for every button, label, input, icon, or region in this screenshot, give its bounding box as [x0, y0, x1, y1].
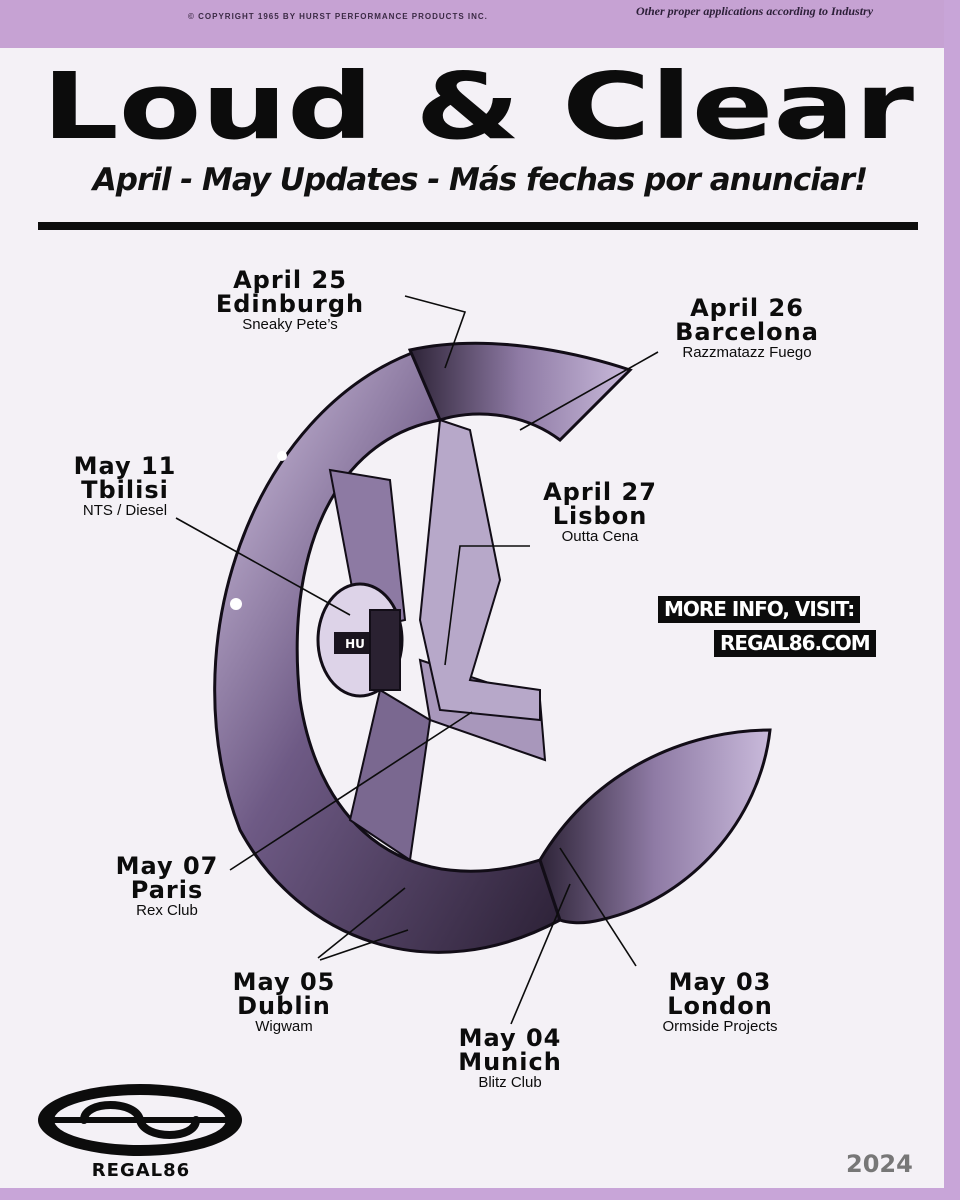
website-link[interactable]: REGAL86.COM	[714, 630, 876, 657]
sparkle-upper	[277, 451, 287, 461]
bottom-strip	[0, 1188, 960, 1200]
event-city: Munich	[458, 1048, 562, 1076]
event-city: Barcelona	[675, 318, 819, 346]
wheel-rim-barrel	[407, 341, 633, 442]
event-lisbon: April 27 Lisbon Outta Cena	[510, 480, 690, 546]
event-city: Paris	[130, 876, 204, 904]
event-date: May 04	[458, 1024, 562, 1052]
event-city: Tbilisi	[81, 476, 169, 504]
sparkle-lower	[230, 598, 242, 610]
copyright-text: © COPYRIGHT 1965 BY HURST PERFORMANCE PR…	[188, 12, 488, 21]
event-paris: May 07 Paris Rex Club	[72, 854, 262, 920]
leader-london	[559, 847, 637, 967]
poster-title: Loud & Clear	[42, 66, 915, 152]
leader-lisbon	[444, 545, 530, 666]
event-munich: May 04 Munich Blitz Club	[420, 1026, 600, 1092]
more-info-block: MORE INFO, VISIT: REGAL86.COM	[658, 596, 876, 657]
event-city: Lisbon	[552, 502, 648, 530]
event-date: May 03	[668, 968, 772, 996]
wheel-axle	[369, 609, 401, 691]
event-date: April 27	[543, 478, 657, 506]
event-venue: NTS / Diesel	[82, 502, 168, 519]
event-venue: Wigwam	[255, 1018, 313, 1035]
side-note-text: Other proper applications according to I…	[636, 4, 874, 18]
event-dublin: May 05 Dublin Wigwam	[194, 970, 374, 1036]
leader-tbilisi	[175, 517, 351, 616]
event-venue: Sneaky Pete’s	[242, 316, 338, 333]
logo-text: REGAL86	[91, 1160, 191, 1181]
wheel-section-plate	[418, 418, 541, 722]
wheel-outer-rim	[213, 348, 562, 954]
leader-lines	[175, 295, 659, 1025]
wheel-spoke-lower	[348, 688, 432, 862]
leader-dublin-b	[319, 929, 409, 961]
wheel-lower-shell	[538, 728, 772, 925]
title-text: Loud & Clear	[42, 66, 915, 152]
hub-badge	[334, 632, 376, 654]
leader-paris	[229, 711, 473, 871]
right-edge-strip	[944, 0, 960, 1200]
title-rule	[38, 222, 918, 230]
event-venue: Outta Cena	[561, 528, 639, 545]
event-venue: Rex Club	[136, 902, 198, 919]
event-venue: Razzmatazz Fuego	[682, 344, 812, 361]
subtitle: April - May Updates - Más fechas por anu…	[92, 162, 868, 198]
event-date: May 07	[115, 852, 219, 880]
logo-divider	[54, 1117, 226, 1123]
event-date: April 25	[233, 266, 347, 294]
wheel-spoke-upper	[328, 468, 407, 632]
event-barcelona: April 26 Barcelona Razzmatazz Fuego	[622, 296, 872, 362]
event-date: May 11	[73, 452, 177, 480]
leader-munich	[510, 883, 571, 1025]
event-city: London	[667, 992, 773, 1020]
more-info-label: MORE INFO, VISIT:	[658, 596, 861, 623]
regal86-logo	[38, 1084, 242, 1156]
hub-badge-text: HU	[345, 637, 365, 651]
event-tbilisi: May 11 Tbilisi NTS / Diesel	[40, 454, 210, 520]
event-date: May 05	[232, 968, 336, 996]
event-venue: Blitz Club	[478, 1074, 542, 1091]
event-city: Edinburgh	[215, 290, 365, 318]
leader-dublin-a	[317, 887, 406, 959]
top-strip	[0, 0, 960, 48]
year-text: 2024	[846, 1150, 913, 1178]
leader-barcelona	[519, 351, 659, 431]
event-venue: Ormside Projects	[662, 1018, 778, 1035]
event-london: May 03 London Ormside Projects	[620, 970, 820, 1036]
leader-edinburgh	[404, 295, 467, 369]
event-city: Dublin	[237, 992, 331, 1020]
event-edinburgh: April 25 Edinburgh Sneaky Pete’s	[180, 268, 400, 334]
event-date: April 26	[690, 294, 804, 322]
